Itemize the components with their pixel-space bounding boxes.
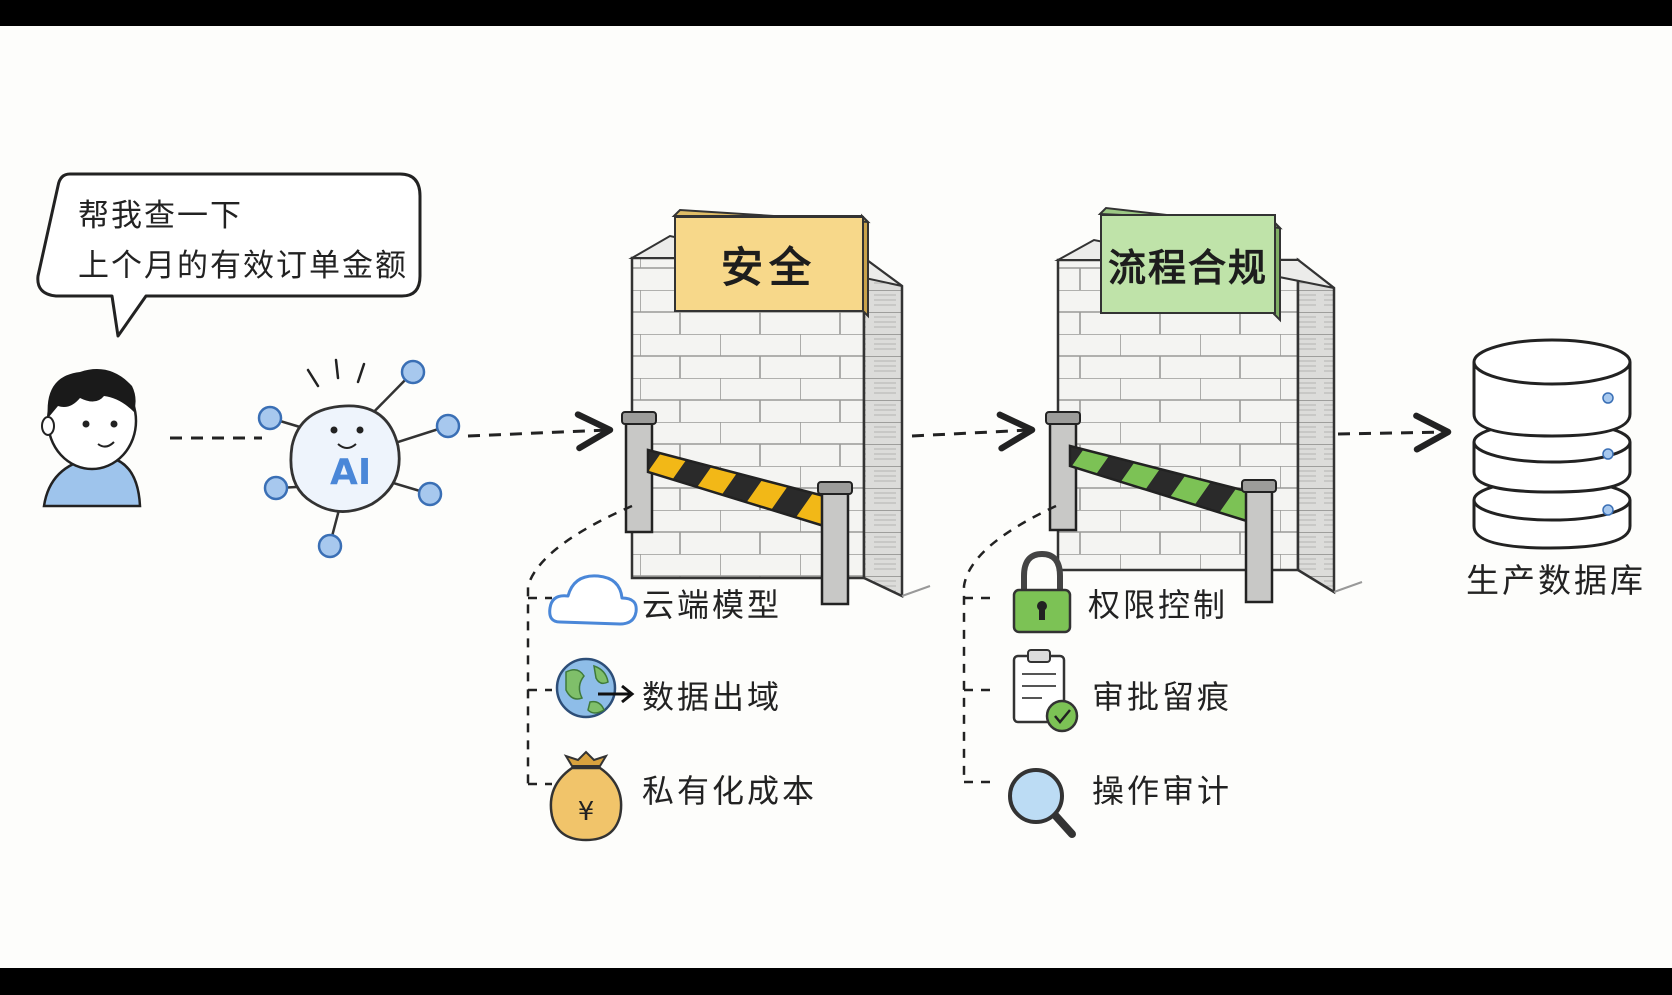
globe-arrow-icon bbox=[555, 657, 635, 719]
security-item-private-cost: 私有化成本 bbox=[642, 772, 818, 810]
magnifier-icon bbox=[1008, 768, 1076, 838]
compliance-sign: 流程合规 bbox=[1100, 214, 1276, 314]
money-bag-yen-icon: ¥ bbox=[549, 750, 623, 842]
clipboard-check-icon bbox=[1012, 649, 1079, 733]
padlock-icon bbox=[1012, 550, 1072, 634]
cloud-icon bbox=[548, 574, 638, 626]
security-branch-lines bbox=[526, 504, 633, 786]
person-icon bbox=[41, 369, 142, 508]
speech-line-2: 上个月的有效订单金额 bbox=[78, 248, 408, 284]
diagram-graphics: ¥ bbox=[36, 172, 1632, 842]
database-label: 生产数据库 bbox=[1466, 561, 1646, 600]
speech-bubble bbox=[36, 172, 422, 338]
speech-line-1: 帮我查一下 bbox=[78, 198, 243, 234]
diagram-canvas: ¥ 帮我查一下 上个月的有效订单金额 bbox=[0, 26, 1672, 968]
compliance-barrier bbox=[1045, 411, 1277, 604]
ai-label: AI bbox=[330, 452, 372, 493]
security-item-data-egress: 数据出域 bbox=[642, 678, 783, 716]
compliance-item-approval-trace: 审批留痕 bbox=[1092, 678, 1233, 716]
compliance-item-audit: 操作审计 bbox=[1092, 772, 1233, 810]
ai-bot-icon bbox=[257, 358, 461, 559]
security-barrier bbox=[621, 411, 853, 606]
flow-connectors bbox=[170, 411, 1452, 453]
svg-text:¥: ¥ bbox=[578, 797, 595, 827]
compliance-branch-lines bbox=[962, 504, 1057, 784]
compliance-item-permission: 权限控制 bbox=[1088, 586, 1229, 624]
database-icon bbox=[1472, 338, 1632, 550]
security-sign: 安全 bbox=[674, 216, 864, 312]
security-item-cloud-model: 云端模型 bbox=[642, 586, 783, 624]
